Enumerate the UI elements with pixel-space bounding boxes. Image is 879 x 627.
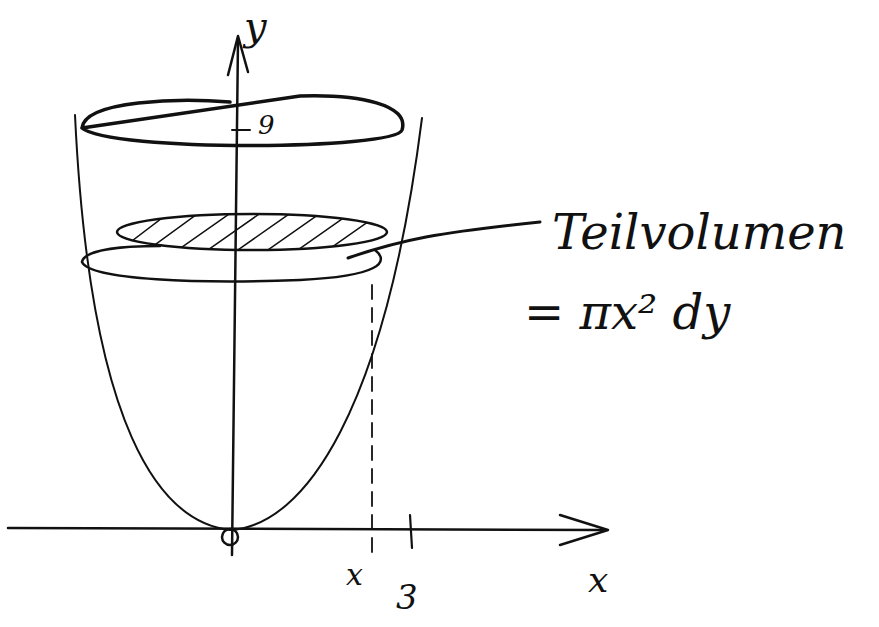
- formula-text: = πx² dy: [524, 288, 730, 336]
- dashed-x-line: [371, 285, 373, 552]
- top-rim: [82, 96, 403, 146]
- value-label: 3: [396, 580, 418, 614]
- tick-9: [232, 129, 250, 131]
- value-label: 9: [258, 112, 275, 138]
- leader-line: [348, 222, 540, 258]
- x-axis: [8, 528, 605, 530]
- y-axis: [232, 40, 238, 555]
- axis-label: y: [244, 6, 267, 46]
- callout-text: Teilvolumen: [552, 208, 847, 256]
- x-axis-arrow: [560, 515, 608, 545]
- origin-circle: [222, 529, 238, 545]
- axis-label: x: [588, 562, 608, 598]
- tick-3: [410, 515, 412, 548]
- parabola-curve: [75, 115, 422, 530]
- slice-ring: [82, 246, 381, 281]
- value-label: x: [346, 560, 363, 590]
